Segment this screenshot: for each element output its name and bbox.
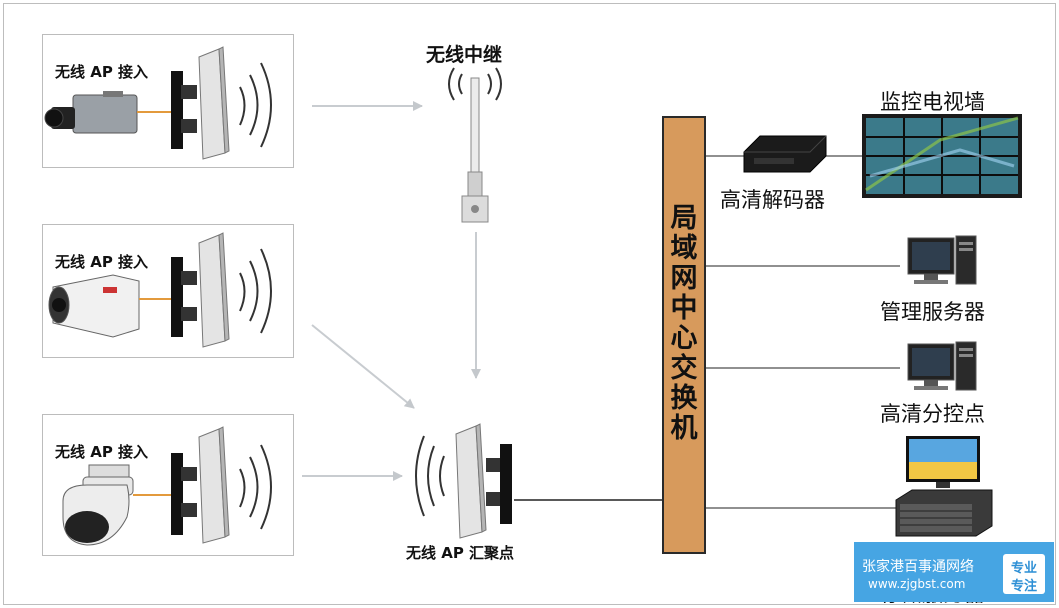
diagram-frame [3,3,1056,605]
panel-antenna-icon [171,426,230,544]
server-label: 管理服务器 [880,300,985,324]
central-switch: 局域网中心交换机 [662,116,706,554]
panel-antenna-icon [171,232,230,348]
watermark-url[interactable]: www.zjgbst.com [868,577,966,591]
arrow-ap2-to-aggregation [311,324,415,409]
aggregation-label: 无线 AP 汇聚点 [406,544,515,562]
relay-label: 无线中继 [426,44,503,66]
badge-line-1: 专业 [1010,561,1037,576]
box-camera-icon [44,91,138,134]
watermark-banner[interactable]: 张家港百事通网络 www.zjgbst.com 专业 专注 [854,542,1054,602]
ap-box-1: 无线 AP 接入 [42,34,294,168]
ap-box-2: 无线 AP 接入 [42,224,294,358]
wireless-waves [239,248,272,334]
ap-box-3: 无线 AP 接入 [42,414,294,556]
ap-label: 无线 AP 接入 [55,443,149,461]
panel-antenna-icon [171,46,230,160]
ap-label: 无线 AP 接入 [55,253,149,271]
ap-label: 无线 AP 接入 [55,63,149,81]
ap-graphic [62,426,272,546]
decoder-label: 高清解码器 [720,188,825,212]
bullet-camera-icon [48,274,140,338]
ap-graphic [48,232,272,348]
watermark-badge: 专业 专注 [1003,554,1045,594]
badge-line-2: 专注 [1010,579,1037,594]
video-wall-label: 监控电视墙 [880,90,985,114]
watermark-company: 张家港百事通网络 [862,559,974,575]
wireless-waves [239,444,272,530]
wireless-waves [239,62,272,148]
dome-camera-icon [62,464,134,546]
switch-label: 局域网中心交换机 [670,203,698,444]
ap-graphic [44,46,272,160]
subcontrol-label: 高清分控点 [880,402,985,426]
